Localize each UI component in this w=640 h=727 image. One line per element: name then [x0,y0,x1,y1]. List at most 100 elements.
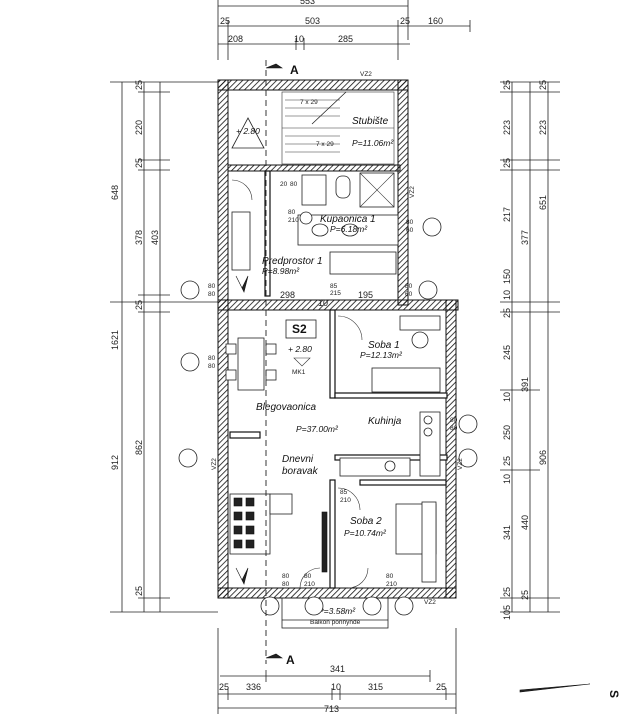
win-tag-13: 80 [386,573,394,580]
hall: Predprostor 1 P=8.98m² 298 10 195 85 215 [231,179,397,308]
dining-name: Blegovaonica [256,402,316,413]
dim-top-208: 208 [228,34,243,44]
living-area-value: P=37.00m² [296,424,339,434]
dim-right-25d: 25 [502,456,512,466]
dim-right-250: 250 [502,425,512,440]
dim-right-10c: 10 [502,474,512,484]
dim-bottom-341: 341 [330,664,345,674]
dim-right-outer-223: 223 [538,120,548,135]
dim-bottom-25a: 25 [219,682,229,692]
room2-name: Soba 2 [350,516,382,527]
dim-top-25b: 25 [400,16,410,26]
win-tag-14: 210 [386,581,397,588]
section-marker-bottom: A [286,653,295,667]
hall-area: P=8.98m² [262,266,300,276]
dim-right-377: 377 [520,230,530,245]
dim-top-25a: 25 [220,16,230,26]
wall-label-top: VZ2 [360,71,372,78]
room-2: Soba 2 P=10.74m² [299,487,437,589]
bottom-dimension-chains: 341 25 336 10 315 25 713 [217,628,457,714]
dim-right-341: 341 [502,525,512,540]
balcony: P=3.58m² Balkon ponnynde [310,606,361,626]
room1-area: P=12.13m² [360,350,403,360]
wall-type-labels: VZ2 VZ2 VZ2 VZ2 VZ2 [211,71,464,606]
win-tag-2: 60 [406,227,414,234]
win-tag-12: 80 [282,581,290,588]
dim-right-outer-651: 651 [538,195,548,210]
wall-label-right: VZ2 [457,458,464,470]
right-dimension-chains: 25 223 25 217 377 150 10 25 245 391 10 2… [500,80,560,620]
dim-bottom-315: 315 [368,682,383,692]
dim-overall-top: 553 [300,0,315,6]
dim-left-912: 912 [110,455,120,470]
dim-right-217: 217 [502,207,512,222]
hall-dim-b: 10 [318,298,328,308]
wall-label-upper-right: VZ2 [409,186,416,198]
stair-area: P=11.06m² [352,138,394,148]
win-tag-16: 210 [304,581,315,588]
kitchen-name: Kuhinja [368,416,402,427]
balcony-area: P=3.58m² [318,606,356,616]
living-mk: MK1 [292,369,306,376]
bath-w1: 20 [280,181,288,188]
dim-right-25e: 25 [502,587,512,597]
wall-label-left: VZ2 [211,458,218,470]
dim-top-503: 503 [305,16,320,26]
dim-left-403: 403 [150,230,160,245]
dim-bottom-25b: 25 [436,682,446,692]
win-tag-9: 80 [450,417,458,424]
stair-step-a: 7 x 29 [300,99,318,106]
walls [217,79,459,629]
north-arrow: S [519,683,621,698]
dim-left-648: 648 [110,185,120,200]
hall-name: Predprostor 1 [262,256,323,267]
bath-w2: 80 [290,181,298,188]
dim-top-10: 10 [294,34,304,44]
dim-left-1621: 1621 [110,330,120,350]
unit-label: S2 [292,322,307,336]
bath-door-w: 80 [288,209,296,216]
win-tag-4: 60 [405,291,413,298]
dim-right-25c: 25 [502,308,512,318]
living-level: + 2.80 [288,344,312,354]
win-tag-11: 80 [282,573,290,580]
dim-left-220: 220 [134,120,144,135]
bath-name: Kupaonica 1 [320,214,376,225]
window-tags: 80 60 80 60 80 80 80 80 80 80 80 80 80 2… [178,211,478,616]
section-marker-top: A [290,63,299,77]
dim-bottom-10: 10 [331,682,341,692]
bath-area: P=6.18m² [330,224,368,234]
north-label: S [607,690,621,698]
living-door-h: 210 [340,497,351,504]
dim-right-391: 391 [520,377,530,392]
stair-name: Stubište [352,116,389,127]
left-dimension-chains: 648 1621 912 25 220 25 378 403 25 862 25 [110,80,218,613]
dim-right-440: 440 [520,515,530,530]
dim-left-25b: 25 [134,158,144,168]
dim-left-25c: 25 [134,300,144,310]
dim-right-10b: 10 [502,392,512,402]
win-tag-10: 80 [450,425,458,432]
balcony-name: Balkon ponnynde [310,619,361,626]
bathroom: Kupaonica 1 P=6.18m² 80 210 20 80 [280,172,399,246]
win-tag-7: 80 [208,355,216,362]
dim-top-285: 285 [338,34,353,44]
dim-right-245: 245 [502,345,512,360]
dim-top-160: 160 [428,16,443,26]
dim-left-25d: 25 [134,586,144,596]
dim-right-25f: 25 [520,590,530,600]
stair: 7 x 29 7 x 29 Stubište P=11.06m² + 2.80 [231,91,394,165]
win-tag-5: 80 [208,283,216,290]
dim-right-25a: 25 [502,80,512,90]
hall-door-h: 215 [330,290,341,297]
win-tag-8: 80 [208,363,216,370]
dim-right-150: 150 [502,269,512,284]
dim-right-outer-25: 25 [538,80,548,90]
stair-level: + 2.80 [236,126,260,136]
room-1: Soba 1 P=12.13m² [337,315,441,393]
hall-dim-c: 195 [358,290,373,300]
win-tag-3: 80 [405,283,413,290]
dim-right-10a: 10 [502,290,512,300]
hall-door-w: 85 [330,283,338,290]
